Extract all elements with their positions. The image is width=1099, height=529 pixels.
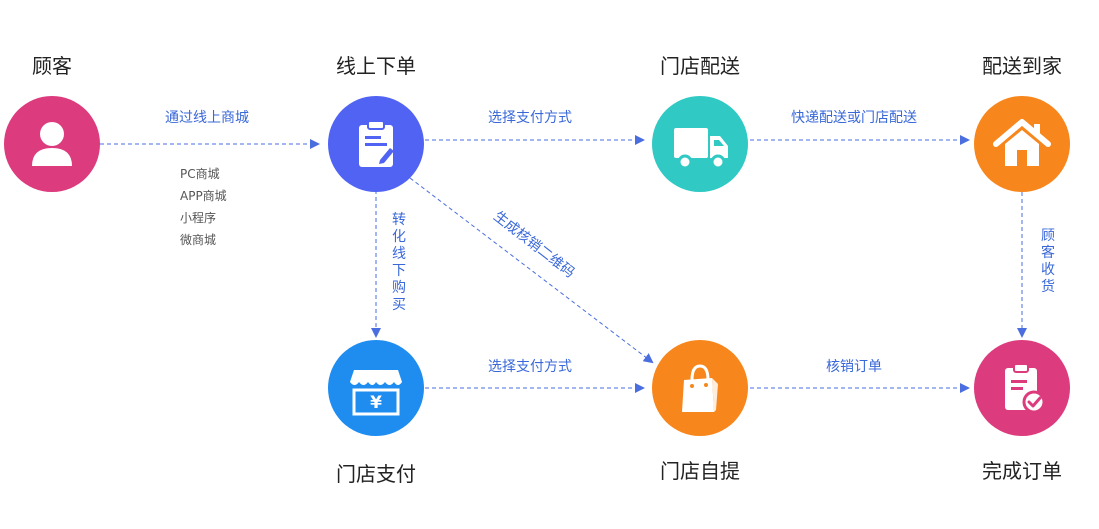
node-title-store-pickup: 门店自提 <box>660 459 740 483</box>
edge-order-to-pickup <box>409 177 654 364</box>
clipboard-pen-icon <box>328 96 424 192</box>
storefront-icon: ¥ <box>328 340 424 436</box>
edge-label-via-online-mall: 通过线上商城 <box>165 110 249 126</box>
store-delivery-node <box>652 96 748 192</box>
node-title-home-delivery: 配送到家 <box>982 54 1062 78</box>
node-title-online-order: 线上下单 <box>336 54 416 78</box>
online-order-node <box>328 96 424 192</box>
house-icon <box>974 96 1070 192</box>
store-pay-node: ¥ <box>328 340 424 436</box>
store-pickup-node <box>652 340 748 436</box>
edge-label-customer-receipt: 顾客收货 <box>1041 228 1055 295</box>
yen-symbol: ¥ <box>370 393 382 413</box>
node-title-store-delivery: 门店配送 <box>660 54 740 78</box>
node-title-store-pay: 门店支付 <box>336 462 416 486</box>
channel-list: PC商城 APP商城 小程序 微商城 <box>180 163 227 251</box>
shopping-bag-icon <box>652 340 748 436</box>
user-icon <box>4 96 100 192</box>
clipboard-check-icon <box>974 340 1070 436</box>
edge-label-verify-order: 核销订单 <box>826 359 882 375</box>
edge-label-switch-offline: 转化线下购买 <box>392 212 406 313</box>
channel-item: 微商城 <box>180 233 217 247</box>
complete-order-node <box>974 340 1070 436</box>
node-title-complete-order: 完成订单 <box>982 459 1062 483</box>
edge-label-express-or-store: 快递配送或门店配送 <box>791 110 917 126</box>
edge-label-select-payment-bottom: 选择支付方式 <box>488 359 572 375</box>
truck-icon <box>652 96 748 192</box>
customer-node <box>4 96 100 192</box>
channel-item: 小程序 <box>180 211 217 225</box>
channel-item: APP商城 <box>180 189 227 203</box>
home-delivery-node <box>974 96 1070 192</box>
edge-label-select-payment-top: 选择支付方式 <box>488 110 572 126</box>
channel-item: PC商城 <box>180 167 220 181</box>
node-title-customer: 顾客 <box>32 54 72 78</box>
